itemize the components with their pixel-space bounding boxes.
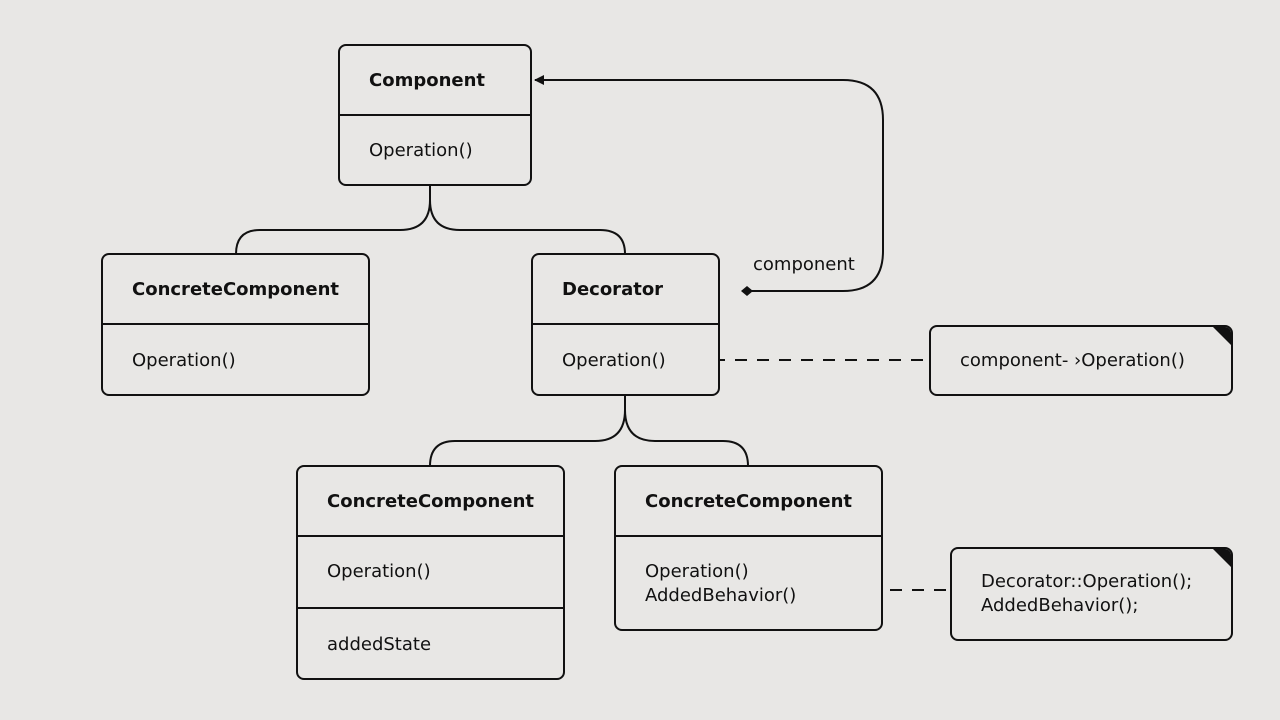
operations-compartment: Operation() AddedBehavior() <box>616 537 881 631</box>
attribute: addedState <box>327 633 432 655</box>
class-name: ConcreteComponent <box>132 279 339 300</box>
operation: AddedBehavior() <box>645 585 797 606</box>
operations-compartment: Operation() <box>298 537 563 607</box>
operation: Operation() <box>369 140 473 161</box>
operations-compartment: Operation() <box>103 325 368 396</box>
association-label: component <box>753 254 855 275</box>
attributes-compartment: addedState <box>298 609 563 680</box>
class-name: Decorator <box>562 279 664 300</box>
divider <box>533 323 718 325</box>
note-decorator-operation[interactable]: component- ›Operation() <box>929 325 1233 396</box>
inheritance-connector-decorator-b <box>624 395 749 467</box>
class-concrete-component[interactable]: ConcreteComponent Operation() <box>101 253 370 396</box>
note-text: component- ›Operation() <box>960 349 1185 371</box>
note-text-line: AddedBehavior(); <box>981 595 1139 616</box>
inheritance-connector-decorator-a <box>429 395 626 467</box>
operation: Operation() <box>645 561 749 582</box>
operation: Operation() <box>562 349 666 371</box>
note-concrete-b-operation[interactable]: Decorator::Operation(); AddedBehavior(); <box>950 547 1233 641</box>
class-name: ConcreteComponent <box>327 491 534 512</box>
inheritance-connector-component <box>235 186 431 255</box>
class-concrete-decorator-a[interactable]: ConcreteComponent Operation() addedState <box>296 465 565 680</box>
divider <box>103 323 368 325</box>
divider <box>298 535 563 537</box>
class-name: Component <box>369 70 486 91</box>
divider <box>340 114 530 116</box>
inheritance-connector-decorator <box>429 186 626 255</box>
operation: Operation() <box>132 349 236 371</box>
operations-compartment: Operation() <box>340 116 530 186</box>
note-fold-icon <box>1211 327 1231 347</box>
divider <box>616 535 881 537</box>
class-concrete-decorator-b[interactable]: ConcreteComponent Operation() AddedBehav… <box>614 465 883 631</box>
divider <box>298 607 563 609</box>
operation: Operation() <box>327 561 431 582</box>
operations-compartment: Operation() <box>533 325 718 396</box>
class-name: ConcreteComponent <box>645 491 852 512</box>
class-decorator[interactable]: Decorator Operation() <box>531 253 720 396</box>
note-fold-icon <box>1211 549 1231 569</box>
class-component[interactable]: Component Operation() <box>338 44 532 186</box>
aggregation-connector <box>534 75 884 292</box>
note-text-line: Decorator::Operation(); <box>981 571 1193 592</box>
aggregation-diamond-icon <box>741 286 753 296</box>
